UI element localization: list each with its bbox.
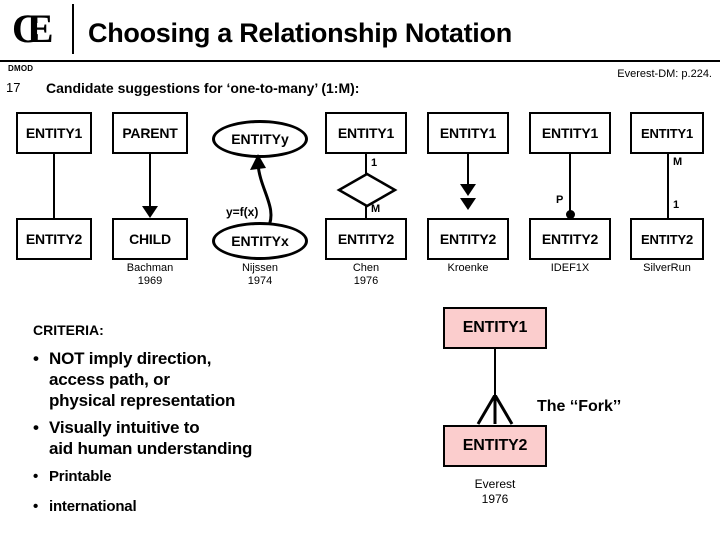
list-item: • international xyxy=(33,497,333,517)
page-number: 17 xyxy=(6,80,21,95)
criteria-line: Visually intuitive to xyxy=(49,418,200,437)
cardinality-label-top: 1 xyxy=(371,157,378,169)
bullet-glyph: • xyxy=(33,498,39,515)
subtitle: Candidate suggestions for ‘one-to-many’ … xyxy=(46,80,360,96)
cardinality-label-top: P xyxy=(556,194,564,206)
connector-line xyxy=(467,154,469,186)
entity-box-bottom[interactable]: ENTITY2 xyxy=(16,218,92,260)
cardinality-label-bottom: 1 xyxy=(673,199,680,211)
entity-box-bottom[interactable]: ENTITY2 xyxy=(427,218,509,260)
notation-caption-name: Nijssen xyxy=(241,262,279,274)
entity-ellipse-bottom[interactable]: ENTITYx xyxy=(212,222,308,260)
entity-box-bottom[interactable]: ENTITY2 xyxy=(630,218,704,260)
notation-caption-year: 1969 xyxy=(137,275,163,287)
notation-caption-name: Kroenke xyxy=(447,262,489,274)
page-title: Choosing a Relationship Notation xyxy=(88,18,512,48)
fork-caption-year: 1976 xyxy=(481,492,509,506)
criteria-line: access path, or xyxy=(49,370,170,389)
diamond-icon xyxy=(336,172,398,208)
entity-ellipse-top[interactable]: ENTITYy xyxy=(212,120,308,158)
connector-line xyxy=(53,154,55,218)
notation-caption-name: IDEF1X xyxy=(550,262,590,274)
fork-entity-box-top[interactable]: ENTITY1 xyxy=(443,307,547,349)
cardinality-label-bottom: M xyxy=(371,203,381,215)
entity-box-top[interactable]: PARENT xyxy=(112,112,188,154)
criteria-line: international xyxy=(49,498,137,515)
bullet-glyph: • xyxy=(33,418,39,437)
criteria-heading: CRITERIA: xyxy=(33,322,104,338)
notation-caption-name: Chen xyxy=(352,262,380,274)
list-item: • Printable xyxy=(33,467,333,487)
fork-entity-box-bottom[interactable]: ENTITY2 xyxy=(443,425,547,467)
arrowhead-down-icon xyxy=(142,206,158,218)
fork-connector-line xyxy=(494,349,496,403)
header-rule xyxy=(0,60,720,62)
edge-label: y=f(x) xyxy=(226,205,259,219)
arrowhead-down-icon-second xyxy=(460,198,476,210)
filled-dot-icon xyxy=(566,210,575,219)
entity-box-top[interactable]: ENTITY1 xyxy=(16,112,92,154)
ce-monogram-icon: CE xyxy=(6,6,68,52)
connector-line xyxy=(149,154,151,208)
connector-line-upper xyxy=(365,154,367,174)
criteria-line: aid human understanding xyxy=(49,439,253,458)
fork-caption-name: Everest xyxy=(474,477,516,491)
notation-caption-year: 1974 xyxy=(247,275,273,287)
criteria-line: NOT imply direction, xyxy=(49,349,212,368)
notation-caption-year: 1976 xyxy=(353,275,379,287)
entity-box-top[interactable]: ENTITY1 xyxy=(529,112,611,154)
connector-line xyxy=(569,154,571,212)
source-reference: Everest-DM: p.224. xyxy=(617,68,712,80)
entity-box-top[interactable]: ENTITY1 xyxy=(325,112,407,154)
entity-box-bottom[interactable]: ENTITY2 xyxy=(325,218,407,260)
fork-annotation: The ‘‘Fork’’ xyxy=(537,398,622,415)
criteria-line: physical representation xyxy=(49,391,236,410)
cardinality-label-top: M xyxy=(673,156,683,168)
entity-box-top[interactable]: ENTITY1 xyxy=(630,112,704,154)
connector-line xyxy=(667,154,669,218)
criteria-list: • NOT imply direction, access path, or p… xyxy=(33,348,333,517)
header-divider xyxy=(72,4,74,54)
list-item: • NOT imply direction, access path, or p… xyxy=(33,348,333,411)
bullet-glyph: • xyxy=(33,349,39,368)
crows-foot-fork-icon xyxy=(476,395,514,425)
course-tag: DMOD xyxy=(8,64,34,73)
entity-box-bottom[interactable]: ENTITY2 xyxy=(529,218,611,260)
entity-box-bottom[interactable]: CHILD xyxy=(112,218,188,260)
entity-box-top[interactable]: ENTITY1 xyxy=(427,112,509,154)
arrowhead-down-icon xyxy=(460,184,476,196)
notation-caption-name: SilverRun xyxy=(643,262,691,274)
notation-caption-name: Bachman xyxy=(126,262,174,274)
criteria-line: Printable xyxy=(49,468,112,485)
logo-glyph: CE xyxy=(12,6,54,51)
list-item: • Visually intuitive to aid human unders… xyxy=(33,417,333,459)
connector-line-lower xyxy=(365,205,367,219)
bullet-glyph: • xyxy=(33,468,39,485)
